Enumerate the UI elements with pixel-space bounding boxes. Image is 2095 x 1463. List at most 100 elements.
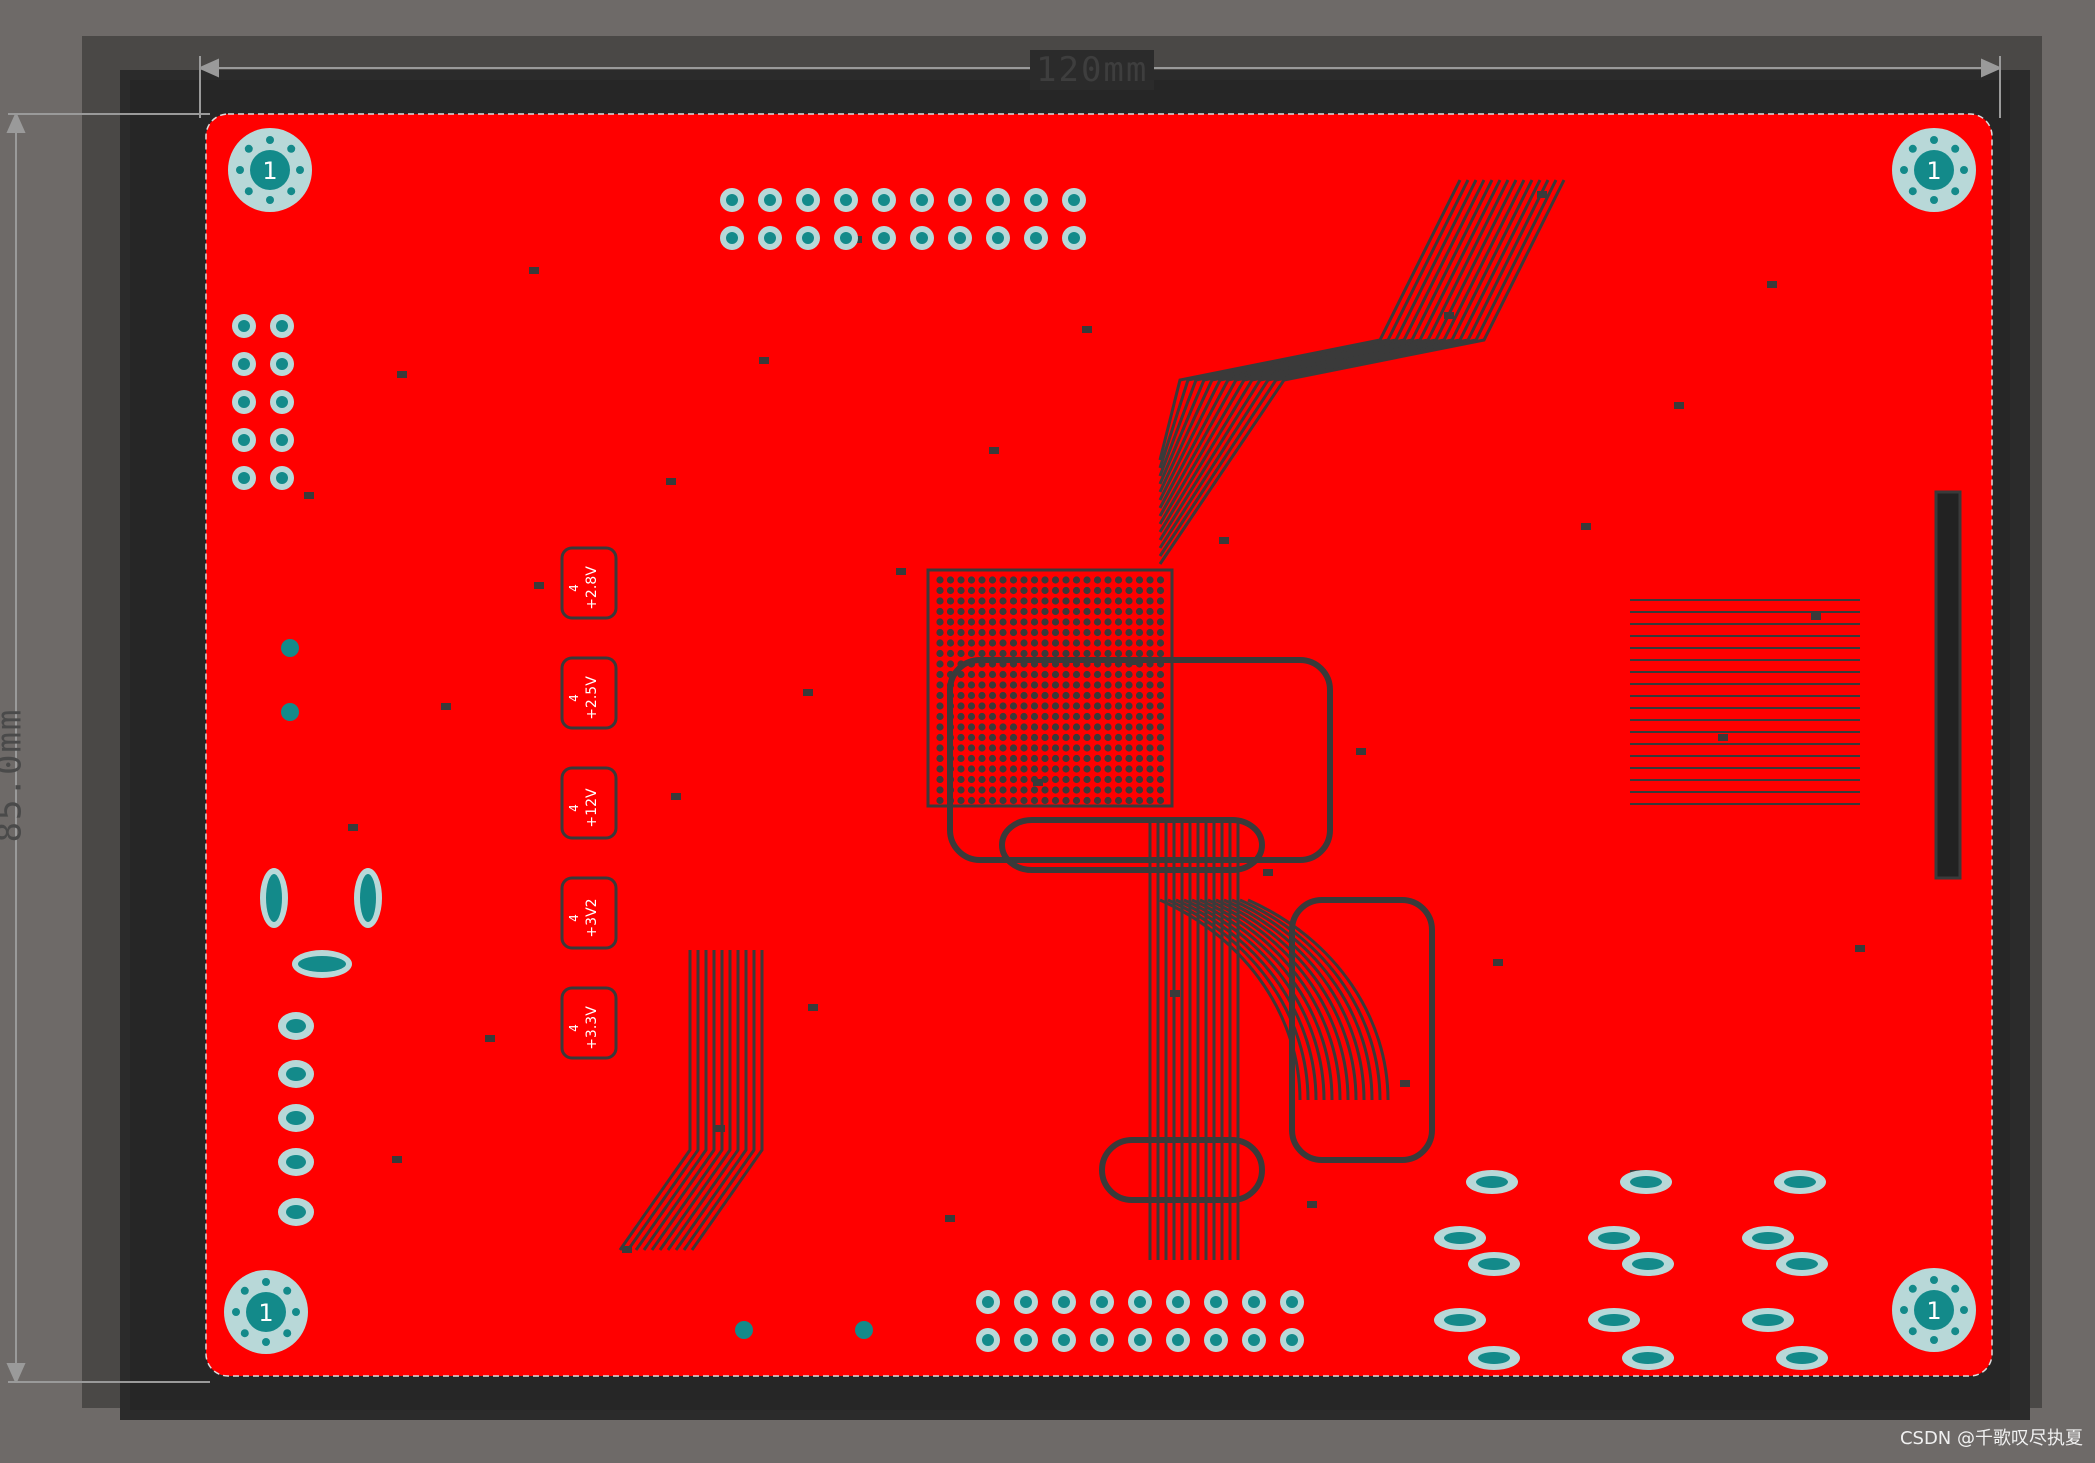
bga-ball bbox=[1051, 607, 1060, 616]
trace-bus bbox=[1180, 820, 1334, 1260]
bga-ball bbox=[936, 765, 944, 773]
mounting-hole-via bbox=[1900, 166, 1908, 174]
header-pin-hole bbox=[1096, 1334, 1108, 1346]
bga-ball bbox=[1020, 712, 1028, 721]
bga-ball bbox=[1093, 796, 1102, 805]
bga-ball bbox=[1104, 618, 1112, 626]
jack-pad-hole bbox=[1752, 1232, 1784, 1244]
trace-bus bbox=[1156, 820, 1310, 1260]
bga-ball bbox=[1041, 754, 1049, 763]
bga-ball bbox=[946, 576, 955, 584]
bga-ball bbox=[978, 639, 986, 647]
bga-ball bbox=[1093, 702, 1102, 710]
bga-ball bbox=[1114, 639, 1123, 647]
copper-region-outline bbox=[947, 657, 1333, 863]
bga-ball bbox=[1125, 639, 1133, 647]
bga-ball bbox=[1083, 744, 1091, 752]
mounting-hole-via bbox=[1951, 187, 1960, 196]
bga-ball bbox=[1125, 744, 1133, 752]
bga-ball bbox=[999, 723, 1007, 731]
bga-ball bbox=[1062, 744, 1070, 752]
mounting-hole-via bbox=[236, 166, 244, 174]
regulator-pin-label: 4 bbox=[567, 914, 581, 922]
bga-ball bbox=[1020, 796, 1028, 805]
regulator-voltage-label: +12V bbox=[584, 788, 600, 828]
bga-ball bbox=[1114, 576, 1123, 584]
bga-ball bbox=[936, 754, 944, 763]
mounting-hole-via bbox=[1930, 1276, 1938, 1284]
bga-ball bbox=[1093, 670, 1102, 679]
bga-ball bbox=[1072, 670, 1081, 679]
bga-ball bbox=[999, 670, 1007, 679]
jack-pad-hole bbox=[1784, 1176, 1816, 1188]
bga-ball bbox=[1041, 681, 1049, 689]
bga-ball bbox=[1114, 597, 1123, 605]
width-dimension-label: 120mm bbox=[1030, 50, 1155, 90]
trace-bus bbox=[1158, 179, 1558, 557]
bga-ball bbox=[1020, 702, 1028, 710]
bga-ball bbox=[967, 712, 976, 721]
bga-ball bbox=[1062, 670, 1070, 679]
jack-pad-hole bbox=[1786, 1352, 1818, 1364]
bga-ball bbox=[1125, 723, 1133, 731]
connector-pad-hole bbox=[286, 1067, 306, 1081]
bga-ball bbox=[1020, 744, 1028, 752]
regulator-voltage-label: +2.5V bbox=[584, 676, 600, 720]
bga-ball bbox=[1104, 576, 1112, 584]
mounting-hole-via bbox=[283, 1329, 292, 1338]
smd-pad bbox=[1033, 779, 1043, 786]
bga-ball bbox=[1093, 597, 1102, 605]
trace-bus bbox=[1158, 179, 1510, 509]
bga-ball bbox=[1114, 786, 1123, 794]
bga-ball bbox=[967, 649, 976, 658]
bga-ball bbox=[1020, 639, 1028, 647]
bga-ball bbox=[988, 681, 997, 689]
mounting-hole-via bbox=[1951, 1284, 1960, 1293]
bga-ball bbox=[967, 702, 976, 710]
bga-ball bbox=[1093, 576, 1102, 584]
bga-ball bbox=[1020, 775, 1028, 784]
mounting-hole-via bbox=[240, 1329, 249, 1338]
copper-region-outline bbox=[1099, 1137, 1265, 1203]
bga-ball bbox=[1156, 649, 1165, 658]
bga-ball bbox=[1156, 723, 1165, 731]
smd-pad bbox=[1356, 748, 1366, 755]
mounting-hole-drill bbox=[250, 150, 290, 190]
copper-region-outline bbox=[1289, 897, 1435, 1163]
bga-ball bbox=[967, 586, 976, 595]
smd-pad bbox=[808, 1004, 818, 1011]
bga-ball bbox=[1020, 649, 1028, 658]
trace-bus bbox=[642, 950, 716, 1251]
bga-ball bbox=[1051, 597, 1060, 605]
bga-ball bbox=[1009, 576, 1018, 584]
trace-bus bbox=[634, 950, 708, 1251]
mounting-hole-via bbox=[292, 1308, 300, 1316]
bga-ball bbox=[1051, 786, 1060, 794]
trace-bus bbox=[1158, 179, 1542, 541]
bga-ball bbox=[1093, 765, 1102, 773]
bga-ball bbox=[1083, 765, 1091, 773]
bga-ball bbox=[1072, 681, 1081, 689]
bga-ball bbox=[1020, 670, 1028, 679]
bga-ball bbox=[978, 628, 986, 637]
mounting-hole-via bbox=[1930, 136, 1938, 144]
bga-ball bbox=[1072, 639, 1081, 647]
bga-ball bbox=[1114, 712, 1123, 721]
bga-ball bbox=[1009, 597, 1018, 605]
bga-ball bbox=[1146, 702, 1154, 710]
bga-ball bbox=[1062, 618, 1070, 626]
bga-ball bbox=[999, 712, 1007, 721]
jack-pad-hole bbox=[1476, 1176, 1508, 1188]
bga-ball bbox=[1156, 628, 1165, 637]
trace-bus bbox=[1204, 820, 1358, 1260]
header-pin-hole bbox=[1096, 1296, 1108, 1308]
bga-ball bbox=[1009, 796, 1018, 805]
smd-pad bbox=[759, 357, 769, 364]
bga-ball bbox=[988, 586, 997, 595]
bga-ball bbox=[936, 744, 944, 752]
bga-ball bbox=[1104, 670, 1112, 679]
bga-ball bbox=[1083, 681, 1091, 689]
